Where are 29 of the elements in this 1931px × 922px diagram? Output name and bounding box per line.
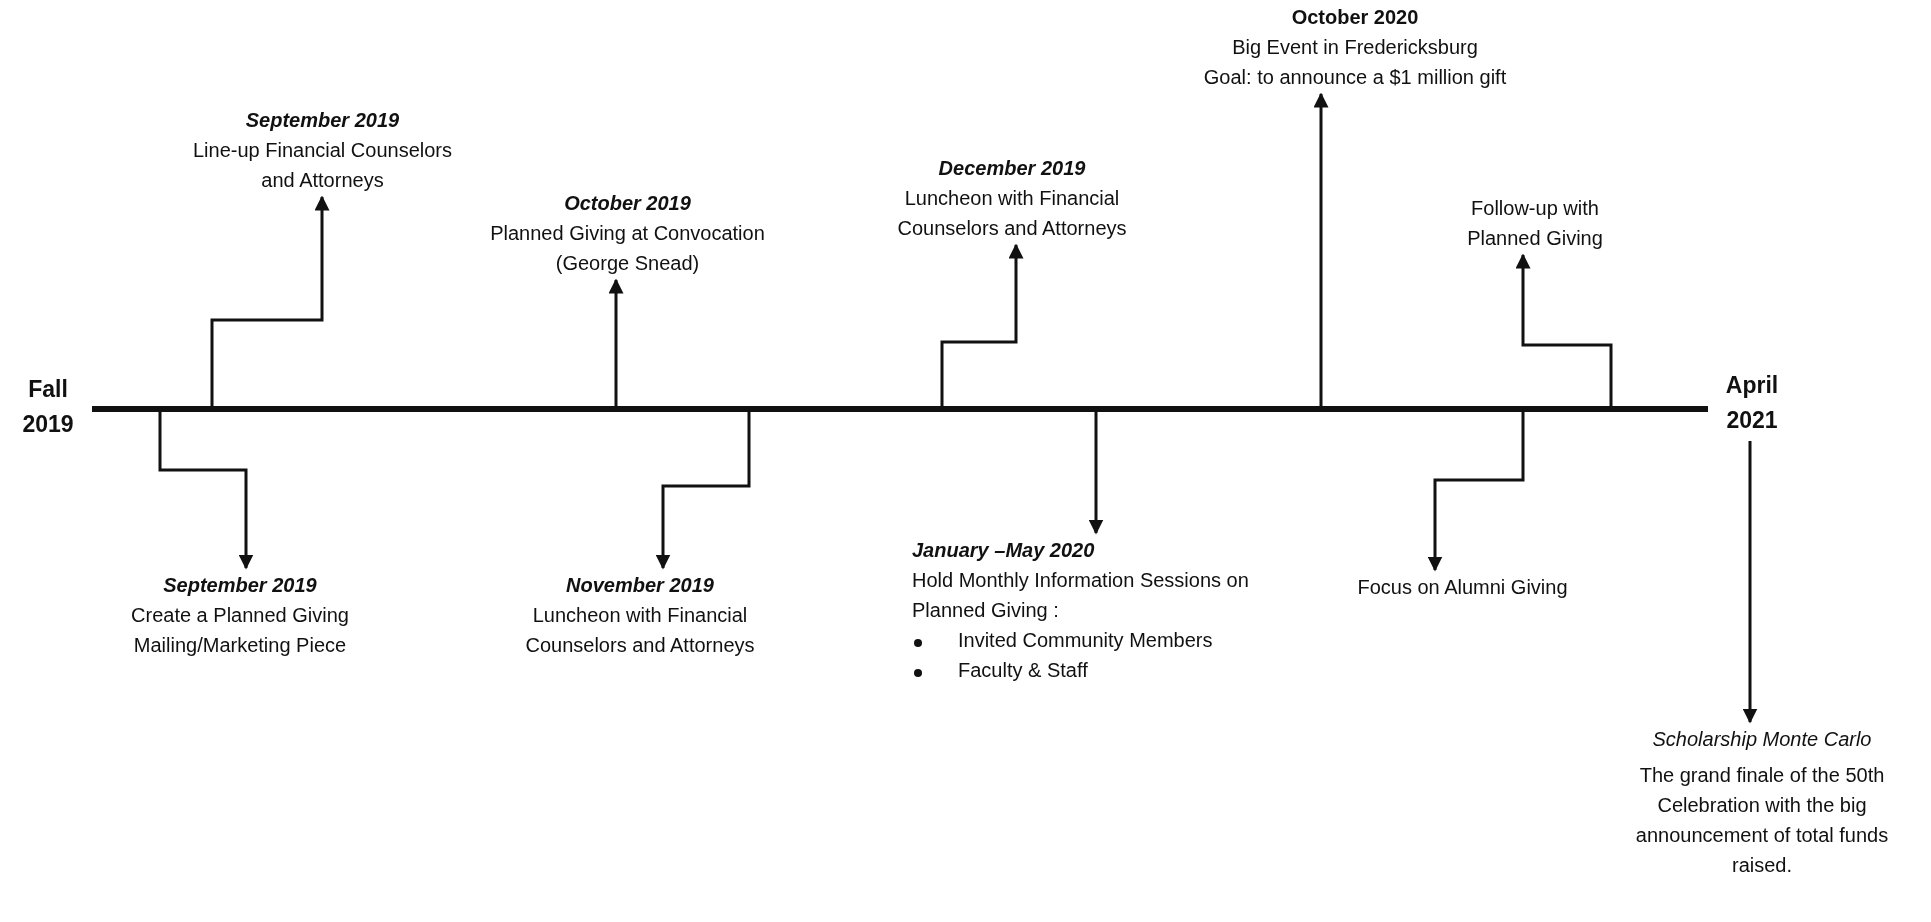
list-item-text: Invited Community Members (958, 629, 1213, 651)
event-heading: Scholarship Monte Carlo (1651, 727, 1873, 752)
timeline-line (92, 406, 1708, 412)
date-heading: November 2019 (565, 573, 715, 598)
timeline-end-label: April 2021 (1724, 371, 1780, 435)
date-heading: October 2020 (1290, 5, 1420, 30)
event-text: The grand finale of the 50th Celebration with the big announcement of total funds raised. (1634, 763, 1890, 878)
event-text: Create a Planned Giving Mailing/Marketing Piece (130, 603, 350, 658)
event-text: Follow-up with Planned Giving (1466, 196, 1604, 251)
arrow (1742, 441, 1758, 724)
event-text: Goal: to announce a $1 million gift (1202, 65, 1508, 90)
arrow (940, 243, 1024, 407)
event-text: Luncheon with Financial Counselors and Attorneys (896, 186, 1128, 241)
date-heading: January –May 2020 (912, 538, 1096, 563)
event-text: Big Event in Fredericksburg (1231, 35, 1479, 60)
arrow (1515, 253, 1613, 407)
date-heading: September 2019 (162, 573, 318, 598)
event-text: Planned Giving at Convocation (George Snead) (489, 221, 766, 276)
event-text: Focus on Alumni Giving (1356, 575, 1569, 600)
arrow (1313, 92, 1329, 407)
date-heading: December 2019 (937, 156, 1087, 181)
event-text: Line-up Financial Counselors and Attorneys (191, 138, 453, 193)
arrow (608, 278, 624, 407)
timeline-end-label: Fall 2019 (21, 375, 75, 439)
event-text: Luncheon with Financial Counselors and Attorneys (524, 603, 756, 658)
event-text: Hold Monthly Information Sessions on Planned Giving : (912, 568, 1250, 623)
date-heading: September 2019 (244, 108, 401, 133)
list-item-text: Faculty & Staff (958, 659, 1088, 681)
date-heading: October 2019 (563, 191, 692, 216)
